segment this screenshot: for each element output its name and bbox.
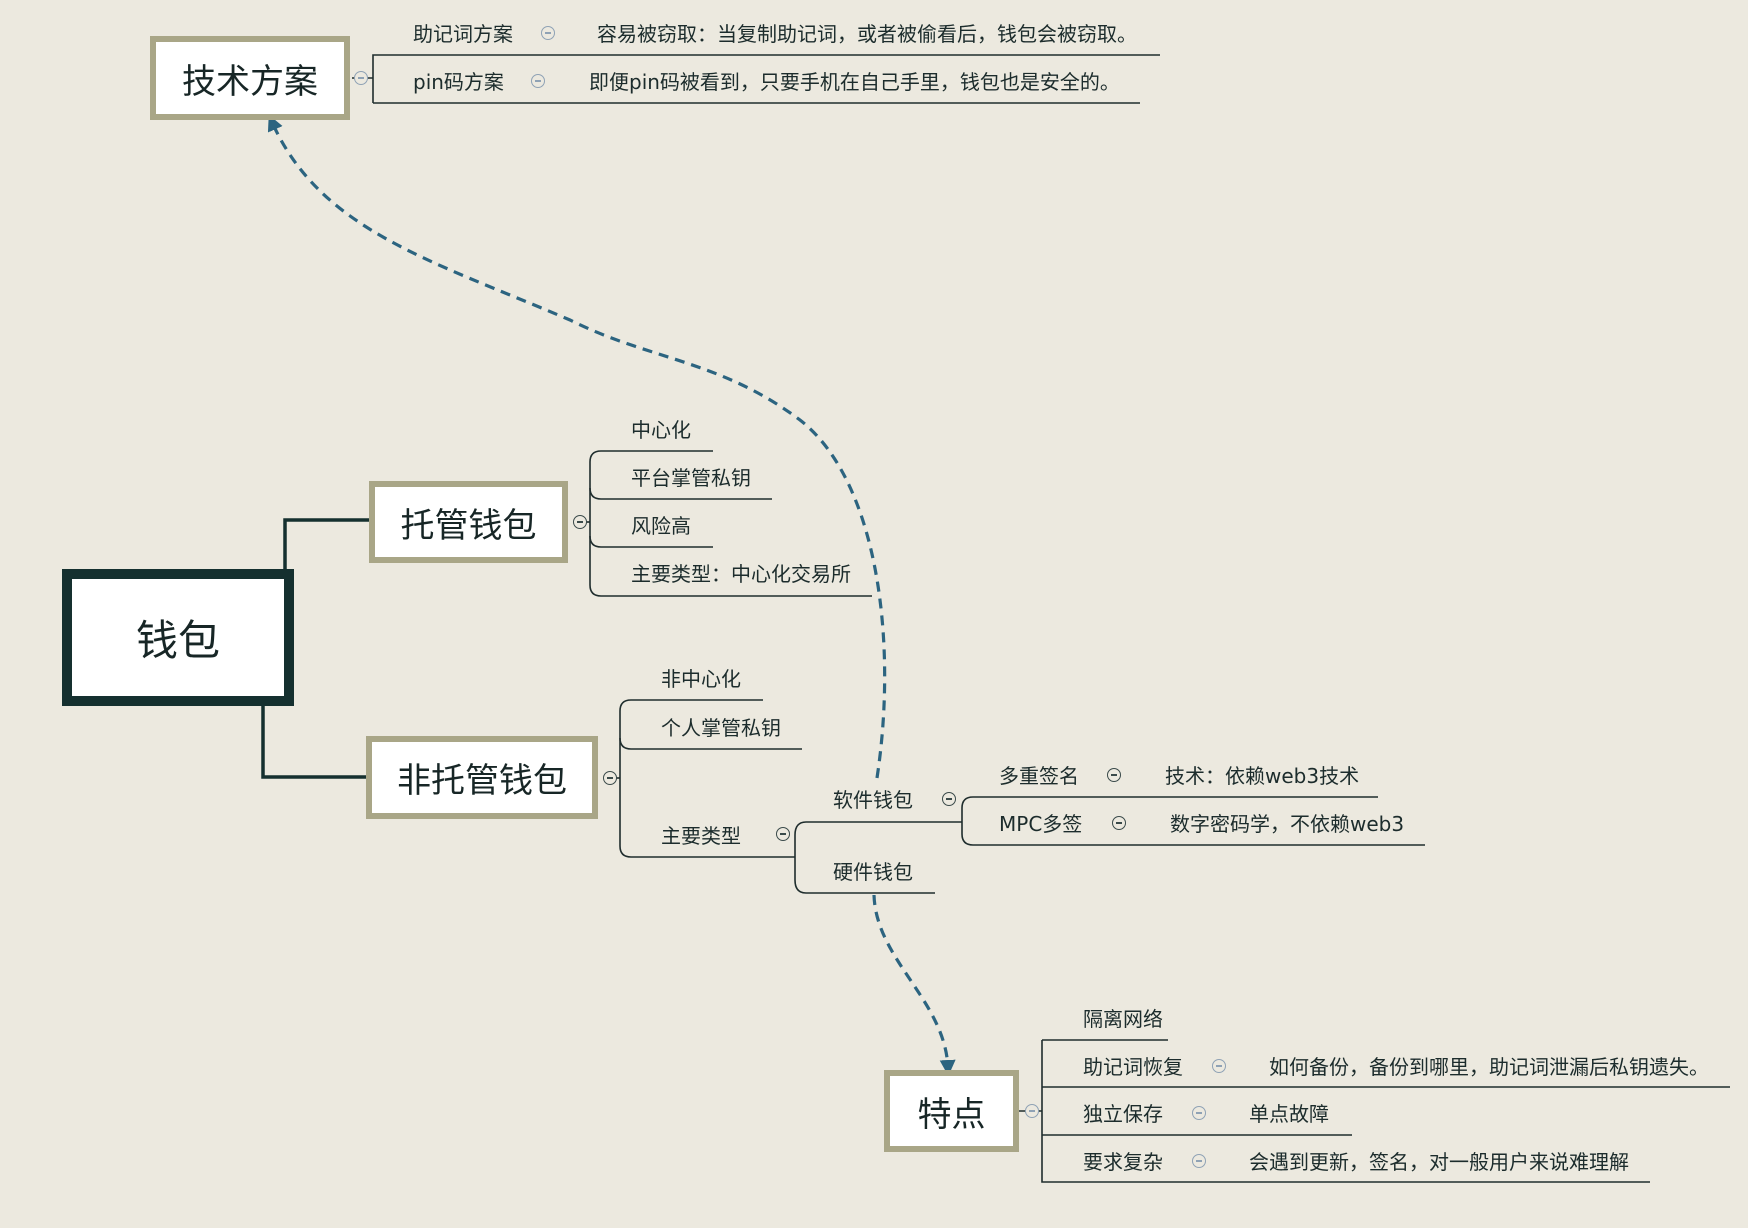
node-tech-scheme[interactable]: 技术方案 (150, 36, 350, 120)
root-to-custodial-line (283, 518, 370, 572)
multisig-collapse-icon[interactable] (1107, 768, 1121, 782)
custodial-item: 风险高 (631, 514, 691, 538)
root-node-wallet[interactable]: 钱包 (62, 569, 294, 706)
feature-recover-note: 如何备份，备份到哪里，助记词泄漏后私钥遗失。 (1269, 1055, 1709, 1079)
feature-branch-lines (1018, 1039, 1730, 1183)
multisig-label: 多重签名 (999, 764, 1079, 788)
noncustodial-branch-lines (610, 699, 1425, 894)
features-label: 特点 (917, 1094, 986, 1135)
node-custodial-wallet[interactable]: 托管钱包 (369, 481, 568, 563)
custodial-item: 主要类型：中心化交易所 (631, 562, 851, 586)
tech-pin-collapse-icon[interactable] (531, 74, 545, 88)
main-type-collapse-icon[interactable] (776, 827, 790, 841)
hardware-wallet-label: 硬件钱包 (833, 860, 913, 884)
feature-isolate-label: 隔离网络 (1083, 1007, 1163, 1031)
features-collapse-icon[interactable] (1025, 1104, 1039, 1118)
mpc-note: 数字密码学，不依赖web3 (1170, 812, 1405, 836)
feature-recover-label: 助记词恢复 (1083, 1055, 1183, 1079)
mpc-collapse-icon[interactable] (1112, 816, 1126, 830)
feature-independent-collapse-icon[interactable] (1192, 1106, 1206, 1120)
relation-arrow-to-features (872, 894, 956, 1076)
feature-independent-label: 独立保存 (1083, 1102, 1163, 1126)
noncustodial-collapse-icon[interactable] (603, 771, 617, 785)
tech-pin-note: 即便pin码被看到，只要手机在自己手里，钱包也是安全的。 (589, 70, 1120, 94)
noncustodial-item: 个人掌管私钥 (661, 716, 781, 740)
noncustodial-label: 非托管钱包 (397, 761, 567, 801)
software-wallet-label: 软件钱包 (833, 788, 913, 812)
tech-mnemonic-label: 助记词方案 (413, 22, 513, 46)
feature-complex-label: 要求复杂 (1083, 1150, 1163, 1174)
root-label: 钱包 (135, 616, 220, 665)
feature-complex-note: 会遇到更新，签名，对一般用户来说难理解 (1249, 1150, 1629, 1174)
custodial-item: 平台掌管私钥 (631, 466, 751, 490)
software-wallet-collapse-icon[interactable] (942, 792, 956, 806)
node-features[interactable]: 特点 (884, 1070, 1019, 1152)
node-noncustodial-wallet[interactable]: 非托管钱包 (366, 736, 598, 819)
tech-mnemonic-note: 容易被窃取：当复制助记词，或者被偷看后，钱包会被窃取。 (597, 22, 1137, 46)
tech-label: 技术方案 (182, 61, 318, 102)
mpc-label: MPC多签 (999, 812, 1083, 836)
feature-complex-collapse-icon[interactable] (1192, 1154, 1206, 1168)
feature-independent-note: 单点故障 (1249, 1102, 1329, 1126)
root-to-noncustodial-line (261, 705, 367, 779)
custodial-collapse-icon[interactable] (573, 515, 587, 529)
main-type-label: 主要类型 (661, 824, 741, 848)
noncustodial-item: 非中心化 (661, 667, 741, 691)
tech-pin-label: pin码方案 (413, 70, 504, 94)
feature-recover-collapse-icon[interactable] (1212, 1059, 1226, 1073)
relation-arrow-to-tech (267, 114, 887, 779)
tech-mnemonic-collapse-icon[interactable] (541, 26, 555, 40)
custodial-item: 中心化 (631, 418, 691, 442)
custodial-label: 托管钱包 (400, 505, 537, 546)
multisig-note: 技术：依赖web3技术 (1165, 764, 1360, 788)
tech-collapse-icon[interactable] (354, 71, 368, 85)
